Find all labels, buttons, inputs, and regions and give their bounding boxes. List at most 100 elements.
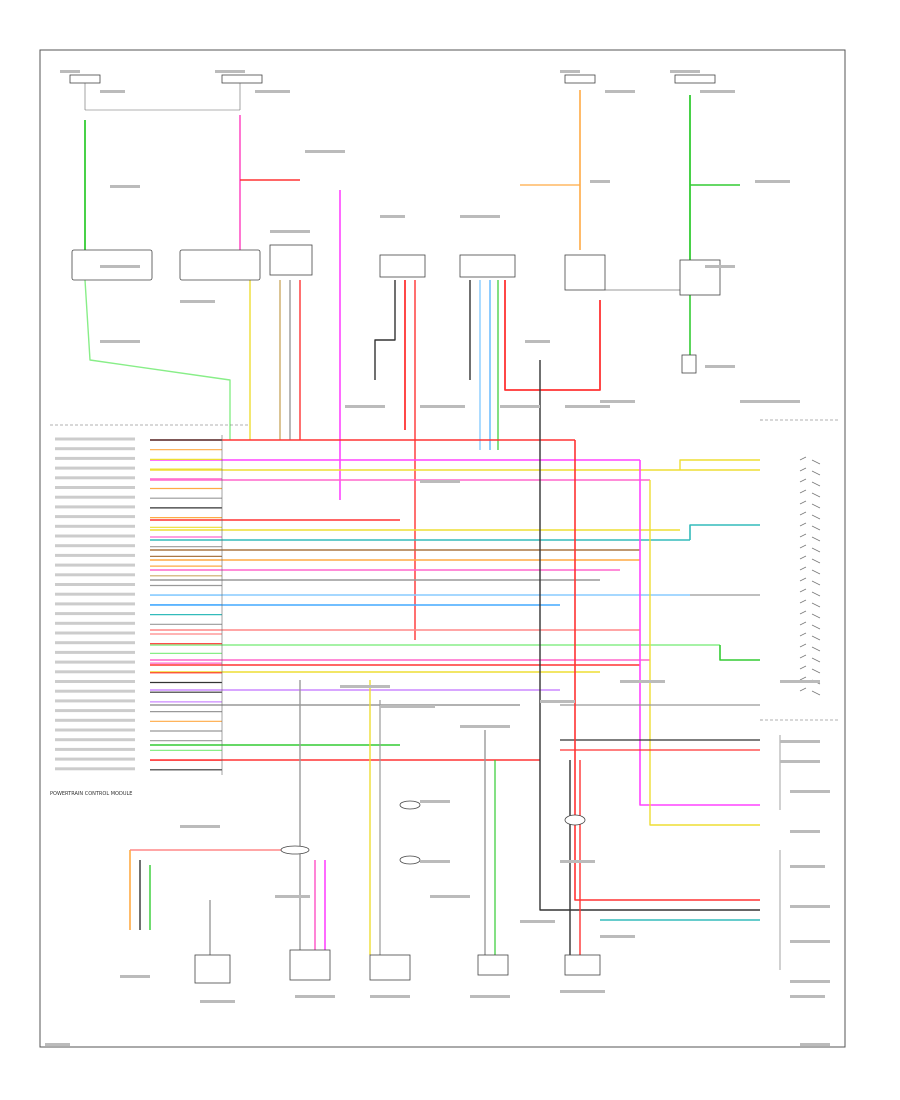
switch-contact [799,500,821,509]
label-placeholder [200,1000,235,1003]
label-placeholder [420,860,450,863]
pcm-pin-label-placeholder [55,699,135,703]
switch-contact [799,478,821,487]
switch-contact [799,610,821,619]
pcm-pin-label-placeholder [55,641,135,645]
pcm-pin-label-placeholder [55,728,135,732]
label-placeholder [780,680,820,683]
wire-red-d [504,280,601,391]
label-placeholder [705,265,735,268]
pcm-pin-label-placeholder [55,563,135,567]
label-placeholder [525,340,550,343]
pcm-pin-label-placeholder [55,718,135,722]
label-placeholder [560,70,580,73]
pcm-pin-label-placeholder [55,767,135,771]
wire-yellow-r [649,480,760,826]
label-placeholder [340,685,390,688]
splices [280,800,586,865]
pcm-pin-label-placeholder [55,670,135,674]
label-placeholder [670,70,700,73]
pcm-connector [50,424,250,775]
pcm-pin-label-placeholder [55,583,135,586]
label-placeholder [790,830,820,833]
pcm-pin-label-placeholder [55,650,135,654]
label-placeholder [100,265,140,268]
pcm-pin-label-placeholder [55,486,135,489]
pcm-pin-label-placeholder [55,757,135,761]
switch-contact [799,544,821,553]
label-placeholder [520,920,555,923]
pcm-pin-label-placeholder [55,495,135,499]
label-placeholder [430,895,470,898]
wire-green-sw [719,645,760,661]
pcm-pin-label-placeholder [55,631,135,635]
pcm-pin-list [55,437,222,771]
switch-contact [799,511,821,520]
label-placeholder [790,905,830,908]
label-placeholder [560,990,605,993]
switch-contact [799,456,821,465]
switch-contact [799,687,821,696]
label-placeholder [790,940,830,943]
label-placeholder [110,185,140,188]
pcm-pin-label-placeholder [55,621,135,625]
label-placeholder [100,340,140,343]
label-placeholder [180,300,215,303]
label-placeholder [790,980,830,983]
label-placeholder [420,800,450,803]
label-placeholder [370,995,410,998]
label-placeholder [420,405,465,408]
label-placeholder [540,700,575,703]
label-placeholder [700,90,735,93]
wire-black-a [374,280,396,380]
switch-contact [799,654,821,663]
switch-contact [799,577,821,586]
switch-contact [799,632,821,641]
fuse-block-right [564,74,716,84]
label-placeholder [270,230,310,233]
label-placeholder [180,825,220,828]
label-placeholder [755,180,790,183]
label-placeholder [460,725,510,728]
label-placeholder [560,860,595,863]
label-placeholders [45,70,830,1046]
label-placeholder [780,760,820,763]
label-placeholder [275,895,310,898]
pcm-pin-label-placeholder [55,534,135,538]
switch-contact [799,467,821,476]
switch-contact [799,566,821,575]
pcm-pin-label-placeholder [55,573,135,577]
label-placeholder [600,400,635,403]
pcm-pin-label-placeholder [55,592,135,596]
wire-lgreen-left [84,279,231,440]
label-placeholder [215,70,245,73]
label-placeholder [380,705,435,708]
switch-contact [799,555,821,564]
label-placeholder [780,740,820,743]
pcm-label: POWERTRAIN CONTROL MODULE [50,791,132,797]
label-placeholder [470,995,510,998]
pcm-pin-label-placeholder [55,660,135,664]
relay-right [564,254,721,374]
wire-magenta-r [639,460,760,806]
pcm-pin-label-placeholder [55,476,135,480]
label-placeholder [605,90,635,93]
label-placeholder [60,70,80,73]
label-placeholder [740,400,800,403]
pcm-pin-label-placeholder [55,505,135,509]
label-placeholder [565,405,610,408]
label-placeholder [45,1043,70,1046]
pcm-pin-label-placeholder [55,447,135,451]
fuse-block-left [69,74,263,111]
label-placeholder [790,790,830,793]
switch-contact [799,522,821,531]
pcm-pin-label-placeholder [55,738,135,742]
pcm-pin-label-placeholder [55,747,135,751]
pcm-pin-label-placeholder [55,709,135,713]
label-placeholder [590,180,610,183]
label-placeholder [790,995,825,998]
switch-contact [799,643,821,652]
label-placeholder [500,405,540,408]
pcm-pin-label-placeholder [55,544,135,548]
pcm-pin-label-placeholder [55,689,135,693]
